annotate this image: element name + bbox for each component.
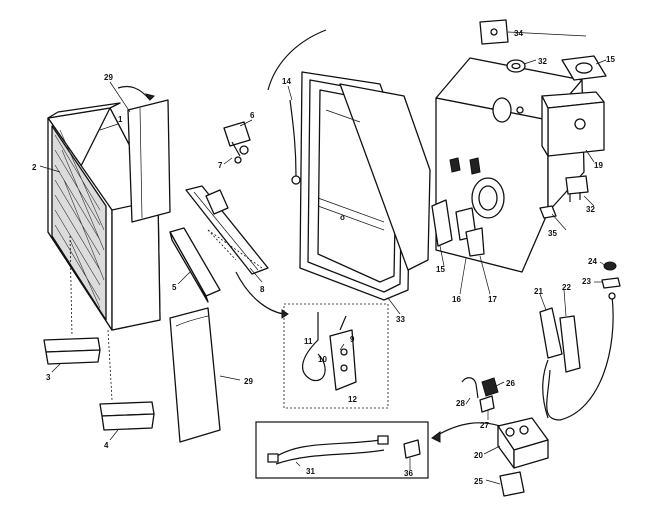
callout-21: 21 xyxy=(534,287,543,296)
callout-6: 6 xyxy=(250,111,255,120)
pilot-assembly-inset xyxy=(235,271,389,409)
grille-rail xyxy=(185,185,269,275)
foot-bracket-4 xyxy=(99,329,155,431)
callout-10: 10 xyxy=(318,355,327,364)
baffle-bracket xyxy=(431,199,485,257)
callout-32b: 32 xyxy=(586,205,595,214)
callout-labels: 1 2 3 4 5 6 7 8 9 10 11 12 14 15 15 16 1… xyxy=(32,29,615,486)
callout-3: 3 xyxy=(46,373,51,382)
callout-16: 16 xyxy=(452,295,461,304)
callout-36: 36 xyxy=(404,469,413,478)
callout-29a: 29 xyxy=(104,73,113,82)
mounting-bracket xyxy=(169,227,221,303)
wiring-harness-inset xyxy=(255,421,501,479)
callout-4: 4 xyxy=(104,441,109,450)
callout-24: 24 xyxy=(588,257,597,266)
callout-33: 33 xyxy=(396,315,405,324)
callout-15a: 15 xyxy=(436,265,445,274)
wire-clip xyxy=(539,205,557,219)
thermocouple-bracket xyxy=(539,307,581,419)
leader-lines xyxy=(39,31,607,485)
burner-clip-assembly xyxy=(223,121,251,164)
callout-12: 12 xyxy=(348,395,357,404)
callout-19: 19 xyxy=(594,161,603,170)
callout-28: 28 xyxy=(456,399,465,408)
callout-17: 17 xyxy=(488,295,497,304)
callout-26: 26 xyxy=(506,379,515,388)
foot-bracket-3 xyxy=(43,235,101,365)
callout-20: 20 xyxy=(474,451,483,460)
callout-14: 14 xyxy=(282,77,291,86)
callout-7: 7 xyxy=(218,161,223,170)
cabinet-grille xyxy=(51,125,107,321)
fitting-27 xyxy=(479,395,495,413)
orifice-fitting xyxy=(601,261,621,289)
vent-gasket xyxy=(561,55,607,81)
callout-32a: 32 xyxy=(538,57,547,66)
top-bracket xyxy=(479,19,509,45)
callout-29b: 29 xyxy=(244,377,253,386)
callout-1: 1 xyxy=(118,115,123,124)
callout-11: 11 xyxy=(304,337,313,346)
valve-bracket xyxy=(499,471,525,497)
side-duct-lower xyxy=(169,307,221,443)
svg-text:o: o xyxy=(340,213,345,222)
callout-8: 8 xyxy=(260,285,265,294)
control-box xyxy=(541,91,605,157)
callout-15b: 15 xyxy=(606,55,615,64)
fitting-28 xyxy=(461,377,479,399)
callout-35: 35 xyxy=(548,229,557,238)
callout-5: 5 xyxy=(172,283,177,292)
fitting-26 xyxy=(481,377,499,397)
gas-valve xyxy=(497,417,549,469)
side-duct-upper xyxy=(117,85,171,223)
callout-2: 2 xyxy=(32,163,37,172)
limit-switch xyxy=(565,175,589,202)
capillary-tube xyxy=(546,292,616,421)
heat-exchanger: o xyxy=(267,29,431,301)
callout-25: 25 xyxy=(474,477,483,486)
callout-9: 9 xyxy=(350,335,355,344)
callout-22: 22 xyxy=(562,283,571,292)
callout-23: 23 xyxy=(582,277,591,286)
callout-34: 34 xyxy=(514,29,523,38)
callout-27: 27 xyxy=(480,421,489,430)
grommet-top xyxy=(506,59,526,73)
back-panel xyxy=(435,57,585,273)
pilot-tube xyxy=(289,99,301,185)
callout-31: 31 xyxy=(306,467,315,476)
